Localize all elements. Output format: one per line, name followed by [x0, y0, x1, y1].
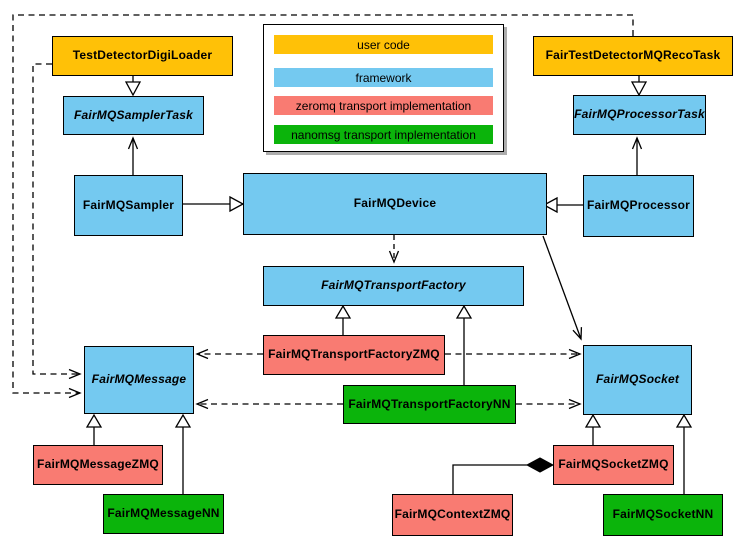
class-node-fairmqtransportfactory: FairMQTransportFactory — [263, 266, 524, 306]
legend-item-zeromq: zeromq transport implementation — [274, 96, 493, 115]
class-node-fairmqprocessor: FairMQProcessor — [583, 175, 694, 237]
class-node-fairmqsamplertask: FairMQSamplerTask — [63, 96, 204, 135]
edge-gen-digiloader-samplertask — [124, 76, 142, 97]
class-node-fairmqmessagenn: FairMQMessageNN — [103, 494, 224, 534]
edge-comp-contextzmq-socketzmq — [452, 457, 555, 494]
edge-dep-recotask-message — [12, 14, 634, 399]
edge-gen-processor-device — [542, 196, 583, 214]
edge-gen-tfnn-transportfactory — [455, 304, 473, 385]
class-node-fairmqtransportfactorynn: FairMQTransportFactoryNN — [343, 385, 516, 424]
class-node-fairmqdevice: FairMQDevice — [243, 173, 547, 235]
edge-assoc-device-socket — [542, 235, 583, 341]
class-node-fairmqsocket: FairMQSocket — [583, 345, 692, 415]
class-node-fairtestdetectormqrecotask: FairTestDetectorMQRecoTask — [533, 36, 733, 76]
class-node-fairmqsampler: FairMQSampler — [74, 175, 183, 236]
class-node-fairmqcontextzmq: FairMQContextZMQ — [392, 494, 513, 536]
legend-item-user-code: user code — [274, 35, 493, 54]
legend: user code framework zeromq transport imp… — [263, 24, 504, 152]
class-node-fairmqmessagezmq: FairMQMessageZMQ — [33, 445, 163, 485]
class-node-testdetectordigiloader: TestDetectorDigiLoader — [52, 36, 233, 76]
edge-gen-socketzmq-socket — [584, 413, 602, 445]
class-node-fairmqmessage: FairMQMessage — [84, 346, 194, 414]
edge-gen-sampler-device — [183, 195, 245, 213]
edge-gen-messagezmq-message — [85, 413, 103, 445]
legend-item-nanomsg: nanomsg transport implementation — [274, 125, 493, 144]
class-node-fairmqtransportfactoryzmq: FairMQTransportFactoryZMQ — [263, 335, 445, 375]
edge-gen-messagenn-message — [174, 413, 192, 494]
edge-gen-socketnn-socket — [675, 413, 693, 494]
class-node-fairmqsocketzmq: FairMQSocketZMQ — [553, 445, 674, 485]
edge-gen-tfzmq-transportfactory — [334, 304, 352, 335]
edge-dep-digiloader-message — [32, 63, 82, 380]
class-node-fairmqsocketnn: FairMQSocketNN — [603, 494, 723, 536]
legend-item-framework: framework — [274, 68, 493, 87]
edge-gen-recotask-processortask — [630, 76, 648, 97]
class-node-fairmqprocessortask: FairMQProcessorTask — [573, 95, 706, 135]
